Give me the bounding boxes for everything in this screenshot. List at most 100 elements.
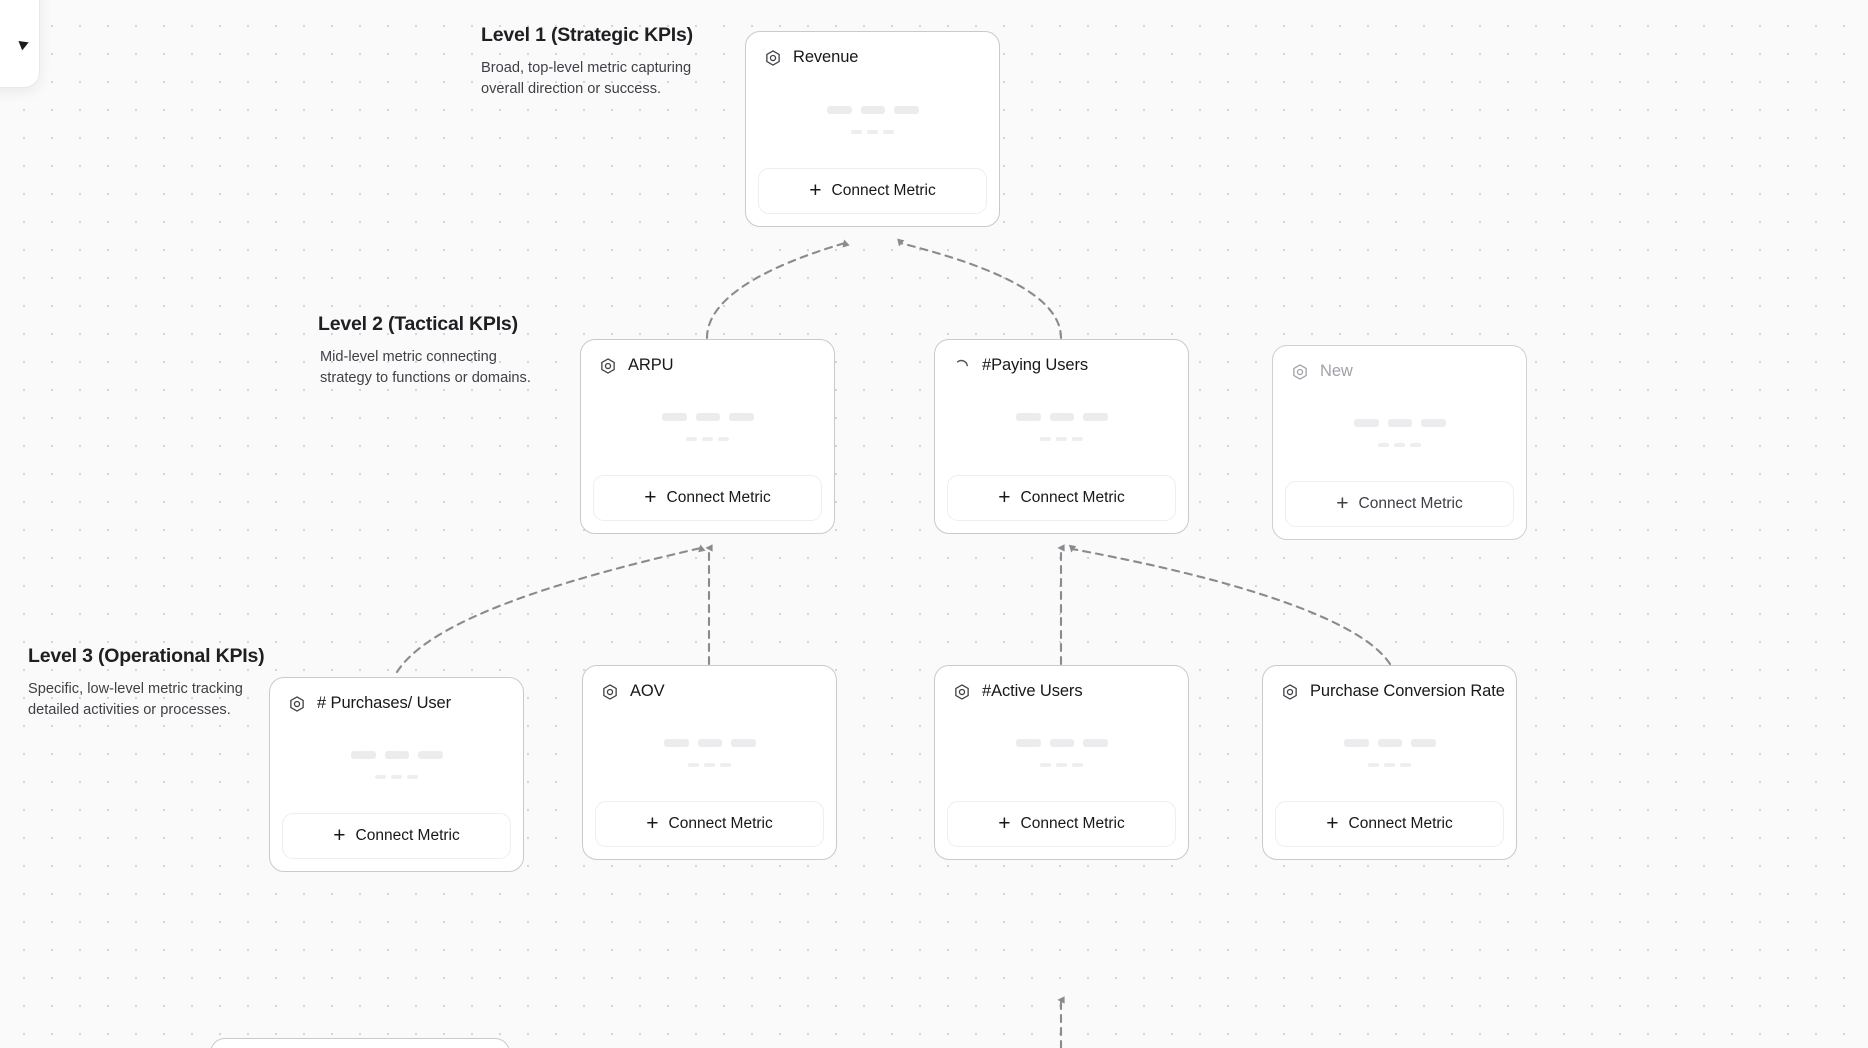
card-header: ARPU — [581, 340, 834, 375]
skeleton-bar — [686, 437, 697, 441]
skeleton-bar — [1368, 763, 1379, 767]
connect-metric-button[interactable]: + Connect Metric — [758, 168, 987, 214]
plus-icon: + — [809, 178, 822, 202]
plus-icon: + — [333, 823, 346, 847]
spinner-icon — [956, 359, 968, 366]
skeleton-row-secondary — [1040, 763, 1083, 767]
level-3-title: Level 3 (Operational KPIs) — [28, 645, 265, 667]
skeleton-row-primary — [1353, 419, 1446, 427]
skeleton-bar — [1353, 419, 1379, 427]
skeleton-bar — [1049, 413, 1074, 421]
plus-icon: + — [998, 485, 1011, 509]
metric-card-purchases-user[interactable]: # Purchases/ User + Connect Metric — [269, 677, 524, 872]
skeleton-row-secondary — [1368, 763, 1411, 767]
metric-card-arpu[interactable]: ARPU + Connect Metric — [580, 339, 835, 534]
skeleton-bar — [702, 437, 713, 441]
skeleton-row-secondary — [1040, 437, 1083, 441]
skeleton-row-primary — [826, 105, 919, 114]
level-1-description: Broad, top-level metric capturing overal… — [481, 60, 692, 98]
skeleton-row-secondary — [851, 129, 894, 134]
floating-corner-panel[interactable] — [0, 0, 40, 88]
skeleton-row-secondary — [375, 775, 418, 779]
skeleton-bar — [704, 763, 715, 767]
skeleton-row-primary — [1015, 413, 1108, 421]
cursor-icon — [18, 37, 31, 51]
metric-card-active-users[interactable]: #Active Users + Connect Metric — [934, 665, 1189, 860]
skeleton-bar — [867, 129, 878, 134]
connect-metric-button[interactable]: + Connect Metric — [595, 801, 824, 847]
metric-card-aov[interactable]: AOV + Connect Metric — [582, 665, 837, 860]
connect-metric-button[interactable]: + Connect Metric — [947, 801, 1176, 847]
skeleton-row-secondary — [1378, 443, 1421, 447]
card-title: ARPU — [628, 356, 674, 374]
card-header: Revenue — [746, 32, 999, 67]
skeleton-bar — [893, 105, 919, 114]
card-skeleton-body — [935, 701, 1188, 801]
card-title: # Purchases/ User — [317, 694, 452, 712]
skeleton-bar — [1015, 739, 1041, 747]
connect-metric-button[interactable]: + Connect Metric — [1275, 801, 1504, 847]
skeleton-bar — [1387, 419, 1412, 427]
hexagon-target-icon — [766, 49, 780, 66]
plus-icon: + — [1336, 491, 1349, 515]
card-title: #Paying Users — [982, 356, 1088, 374]
connector-conversion-paying — [1068, 544, 1392, 666]
hexagon-target-icon — [955, 683, 969, 700]
card-header: Purchase Conversion Rate — [1263, 666, 1516, 701]
connect-metric-label: Connect Metric — [668, 815, 773, 832]
card-skeleton-body — [746, 67, 999, 168]
skeleton-bar — [1056, 437, 1067, 441]
skeleton-bar — [697, 739, 722, 747]
skeleton-bar — [695, 413, 720, 421]
connect-metric-label: Connect Metric — [1348, 815, 1453, 832]
card-skeleton-body — [270, 713, 523, 813]
skeleton-bar — [1400, 763, 1411, 767]
connect-metric-label: Connect Metric — [666, 489, 771, 506]
connect-metric-button[interactable]: + Connect Metric — [593, 475, 822, 521]
skeleton-bar — [1040, 763, 1051, 767]
skeleton-row-primary — [663, 739, 756, 747]
skeleton-bar — [375, 775, 386, 779]
skeleton-bar — [1343, 739, 1369, 747]
metric-card-partial-offscreen[interactable] — [210, 1038, 510, 1048]
connect-metric-button[interactable]: + Connect Metric — [947, 475, 1176, 521]
skeleton-bar — [1040, 437, 1051, 441]
hexagon-target-icon — [1293, 363, 1307, 380]
level-3-label-group: Level 3 (Operational KPIs) Specific, low… — [28, 645, 265, 721]
skeleton-bar — [1015, 413, 1041, 421]
connect-metric-button[interactable]: + Connect Metric — [282, 813, 511, 859]
skeleton-bar — [688, 763, 699, 767]
skeleton-bar — [350, 751, 376, 759]
hexagon-target-icon — [601, 357, 615, 374]
skeleton-bar — [407, 775, 418, 779]
skeleton-bar — [1082, 413, 1108, 421]
skeleton-bar — [1384, 763, 1395, 767]
skeleton-row-secondary — [688, 763, 731, 767]
skeleton-bar — [851, 129, 862, 134]
plus-icon: + — [998, 811, 1011, 835]
skeleton-bar — [1378, 443, 1389, 447]
connect-metric-label: Connect Metric — [1020, 815, 1125, 832]
metric-card-paying-users[interactable]: #Paying Users + Connect Metric — [934, 339, 1189, 534]
metric-card-purchase-conversion-rate[interactable]: Purchase Conversion Rate + Connect Metri… — [1262, 665, 1517, 860]
skeleton-bar — [728, 413, 754, 421]
level-1-label-group: Level 1 (Strategic KPIs) Broad, top-leve… — [481, 24, 696, 100]
hexagon-target-icon — [290, 695, 304, 712]
skeleton-bar — [1049, 739, 1074, 747]
skeleton-bar — [1410, 739, 1436, 747]
skeleton-bar — [391, 775, 402, 779]
skeleton-bar — [1377, 739, 1402, 747]
metric-card-new[interactable]: New + Connect Metric — [1272, 345, 1527, 540]
plus-icon: + — [1326, 811, 1339, 835]
connect-metric-label: Connect Metric — [831, 182, 936, 199]
card-header: AOV — [583, 666, 836, 701]
card-skeleton-body — [1263, 701, 1516, 801]
card-title: #Active Users — [982, 682, 1083, 700]
skeleton-row-primary — [1015, 739, 1108, 747]
metric-card-revenue[interactable]: Revenue + Connect Metric — [745, 31, 1000, 227]
connector-arpu-revenue — [705, 239, 850, 340]
level-2-description: Mid-level metric connecting strategy to … — [320, 349, 531, 387]
connect-metric-button[interactable]: + Connect Metric — [1285, 481, 1514, 527]
skeleton-bar — [1420, 419, 1446, 427]
